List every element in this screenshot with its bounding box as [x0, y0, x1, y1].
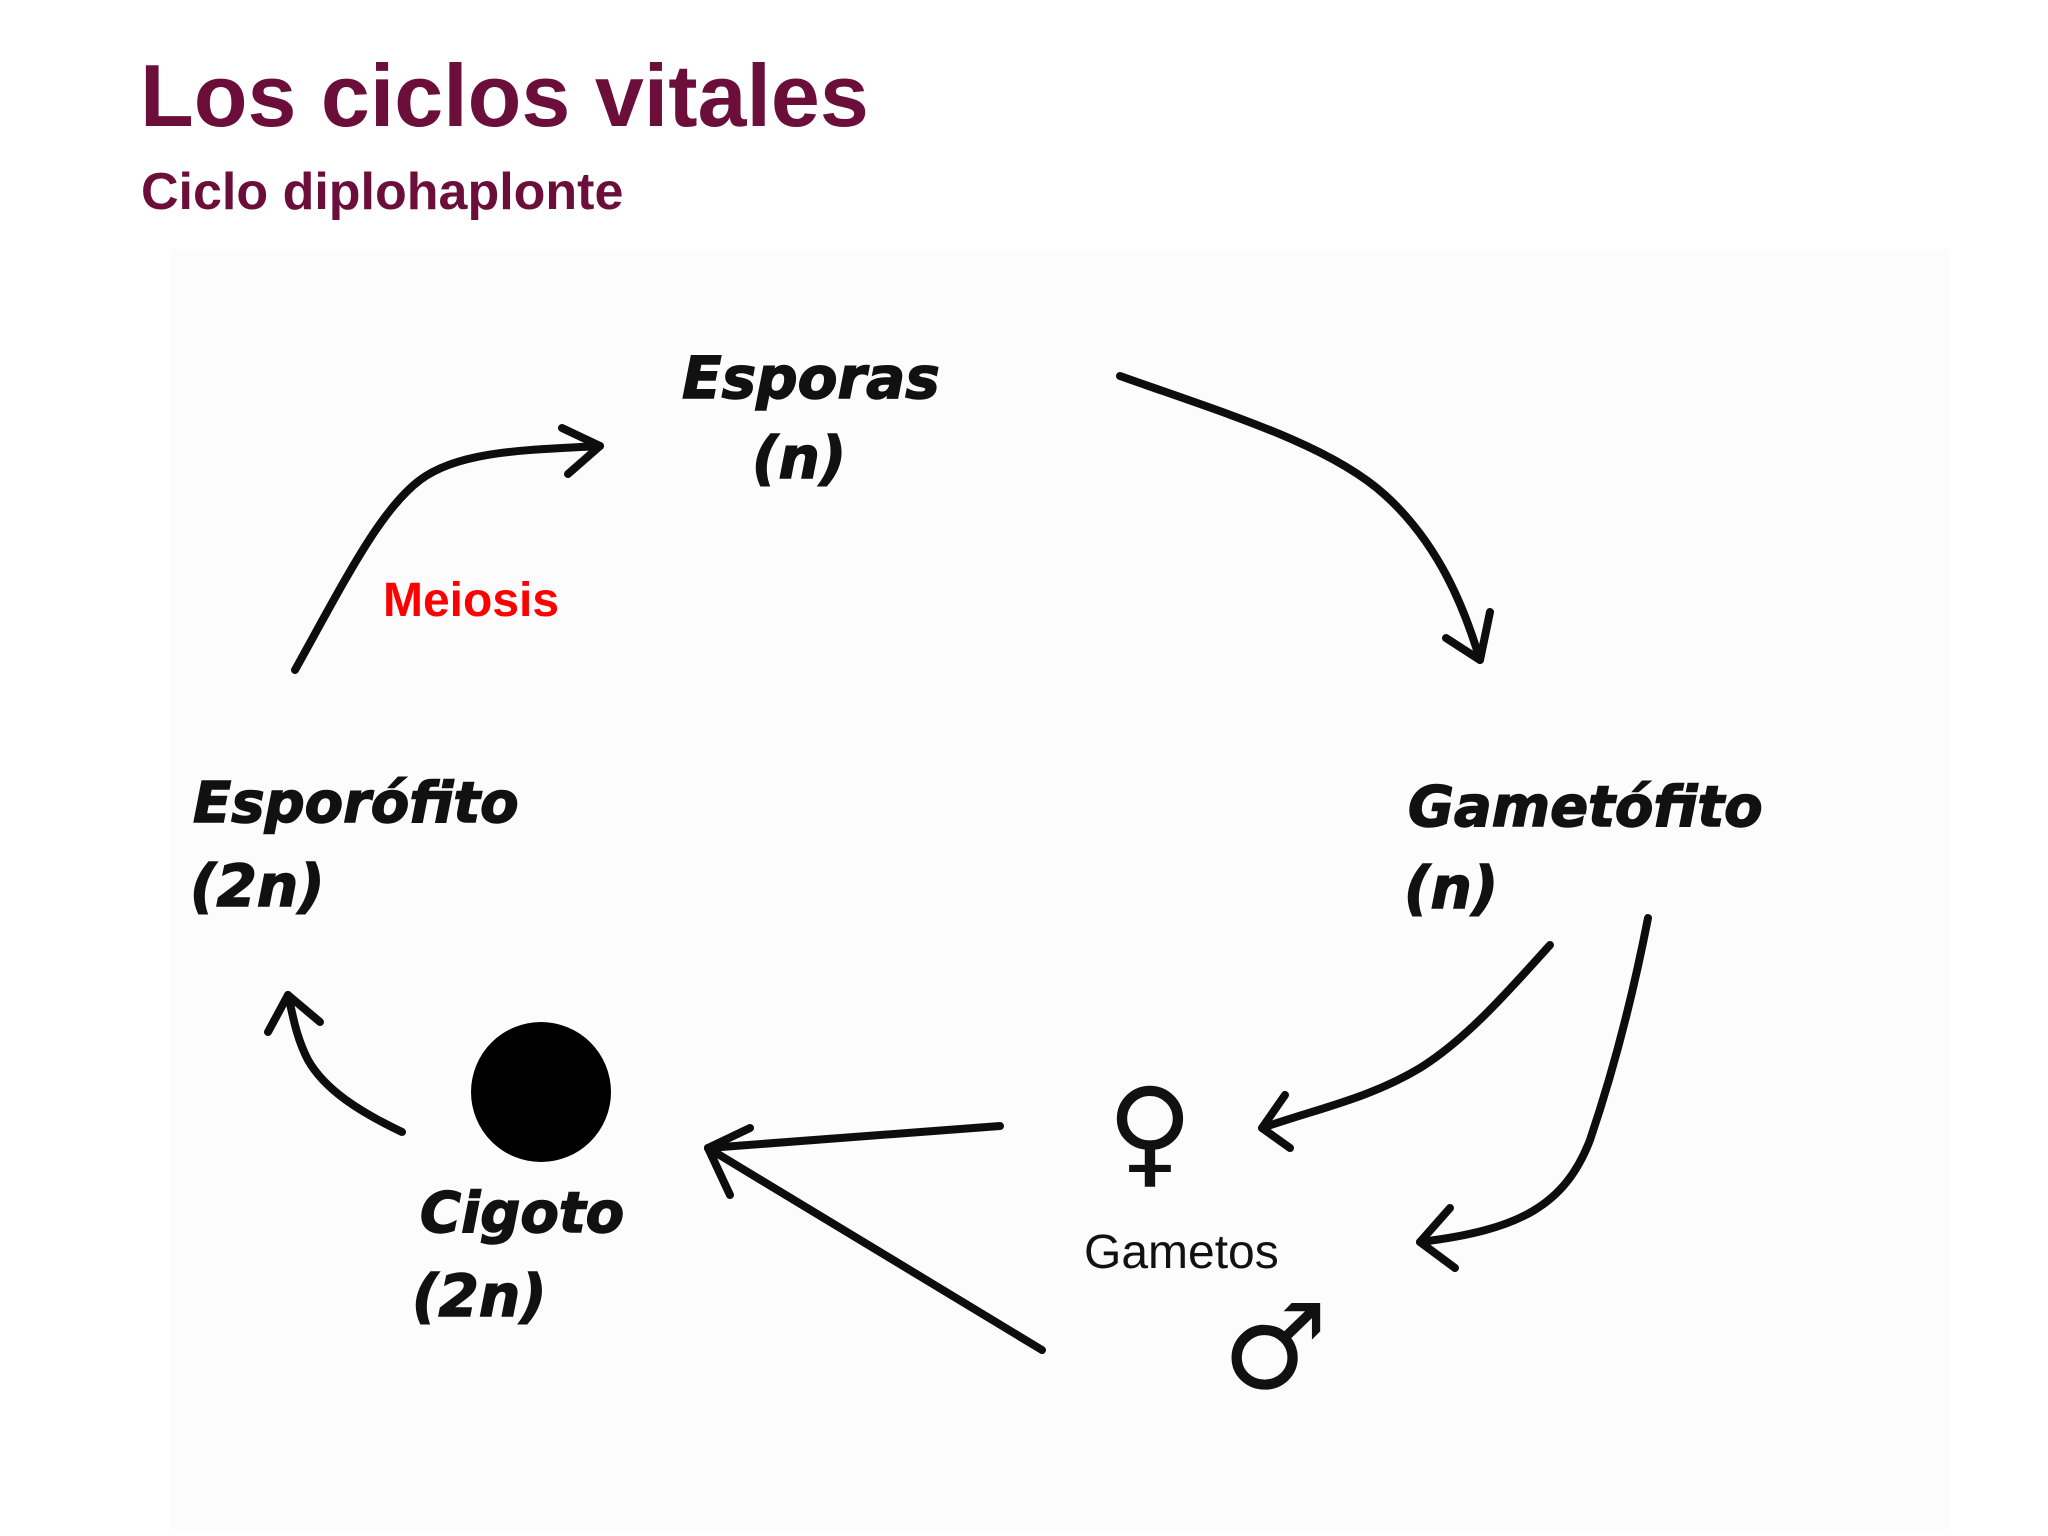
page-title: Los ciclos vitales — [140, 46, 869, 145]
arrow-female-to-cigoto — [704, 1122, 1004, 1152]
arrows — [264, 372, 1652, 1354]
esporofito-ploidy: (2n) — [190, 852, 325, 920]
male-symbol-icon: ♂ — [1222, 1278, 1328, 1416]
arrow-esporas-to-gametofito — [1116, 372, 1484, 664]
zygote-cell — [471, 1022, 611, 1162]
arrow-male-to-cigoto — [704, 1144, 1046, 1354]
female-symbol-icon: ♀ — [1107, 1062, 1193, 1200]
arrow-cigoto-to-esporofito — [284, 991, 406, 1136]
cigoto-ploidy: (2n) — [412, 1262, 547, 1330]
esporas-label: Esporas — [682, 344, 940, 412]
gametofito-ploidy: (n) — [1404, 854, 1498, 922]
gametes-label: Gametos — [1084, 1226, 1279, 1279]
esporofito-label: Esporófito — [193, 771, 519, 836]
esporas-ploidy: (n) — [752, 424, 846, 492]
arrowhead-female — [1258, 1091, 1294, 1152]
gametofito-label: Gametófito — [1408, 775, 1763, 840]
arrow-gametofito-to-male — [1416, 914, 1652, 1246]
arrow-gametofito-to-female — [1258, 941, 1554, 1132]
meiosis-label: Meiosis — [383, 574, 559, 627]
arrowhead-esporofito — [264, 991, 324, 1036]
page-subtitle: Ciclo diplohaplonte — [141, 163, 624, 221]
arrowhead-cigoto — [704, 1124, 754, 1199]
arrowhead-gametofito — [1442, 608, 1494, 664]
arrowhead-esporas — [558, 424, 604, 478]
arrowhead-male — [1416, 1204, 1459, 1272]
cigoto-label: Cigoto — [420, 1181, 624, 1246]
arrow-esporofito-to-esporas — [291, 442, 604, 674]
